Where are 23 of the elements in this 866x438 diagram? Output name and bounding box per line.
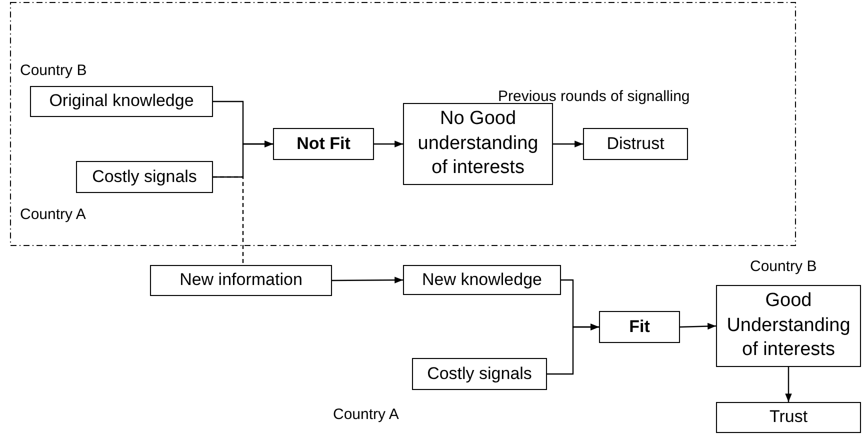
process-box: Trust (716, 402, 861, 433)
process-box: No Good understanding of interests (403, 103, 553, 185)
arrow (332, 276, 403, 284)
arrow (785, 367, 792, 402)
arrow (374, 140, 403, 148)
process-box: Not Fit (273, 128, 374, 160)
country-label: Country A (333, 405, 399, 425)
process-box: Good Understanding of interests (716, 285, 861, 367)
process-box: Costly signals (76, 161, 213, 193)
arrow (547, 324, 599, 375)
arrow (553, 140, 583, 148)
country-label: Country A (20, 205, 86, 225)
dash-dot-region (10, 2, 796, 246)
process-box: Costly signals (412, 358, 547, 390)
country-label: Country B (20, 61, 87, 81)
country-label: Country B (750, 257, 817, 277)
process-box: New knowledge (403, 265, 561, 295)
process-box: Fit (599, 311, 680, 343)
arrow (680, 322, 716, 330)
process-box: Original knowledge (30, 86, 213, 117)
process-box: New information (150, 265, 332, 296)
process-box: Distrust (583, 128, 688, 160)
dashed-connector (213, 176, 244, 265)
